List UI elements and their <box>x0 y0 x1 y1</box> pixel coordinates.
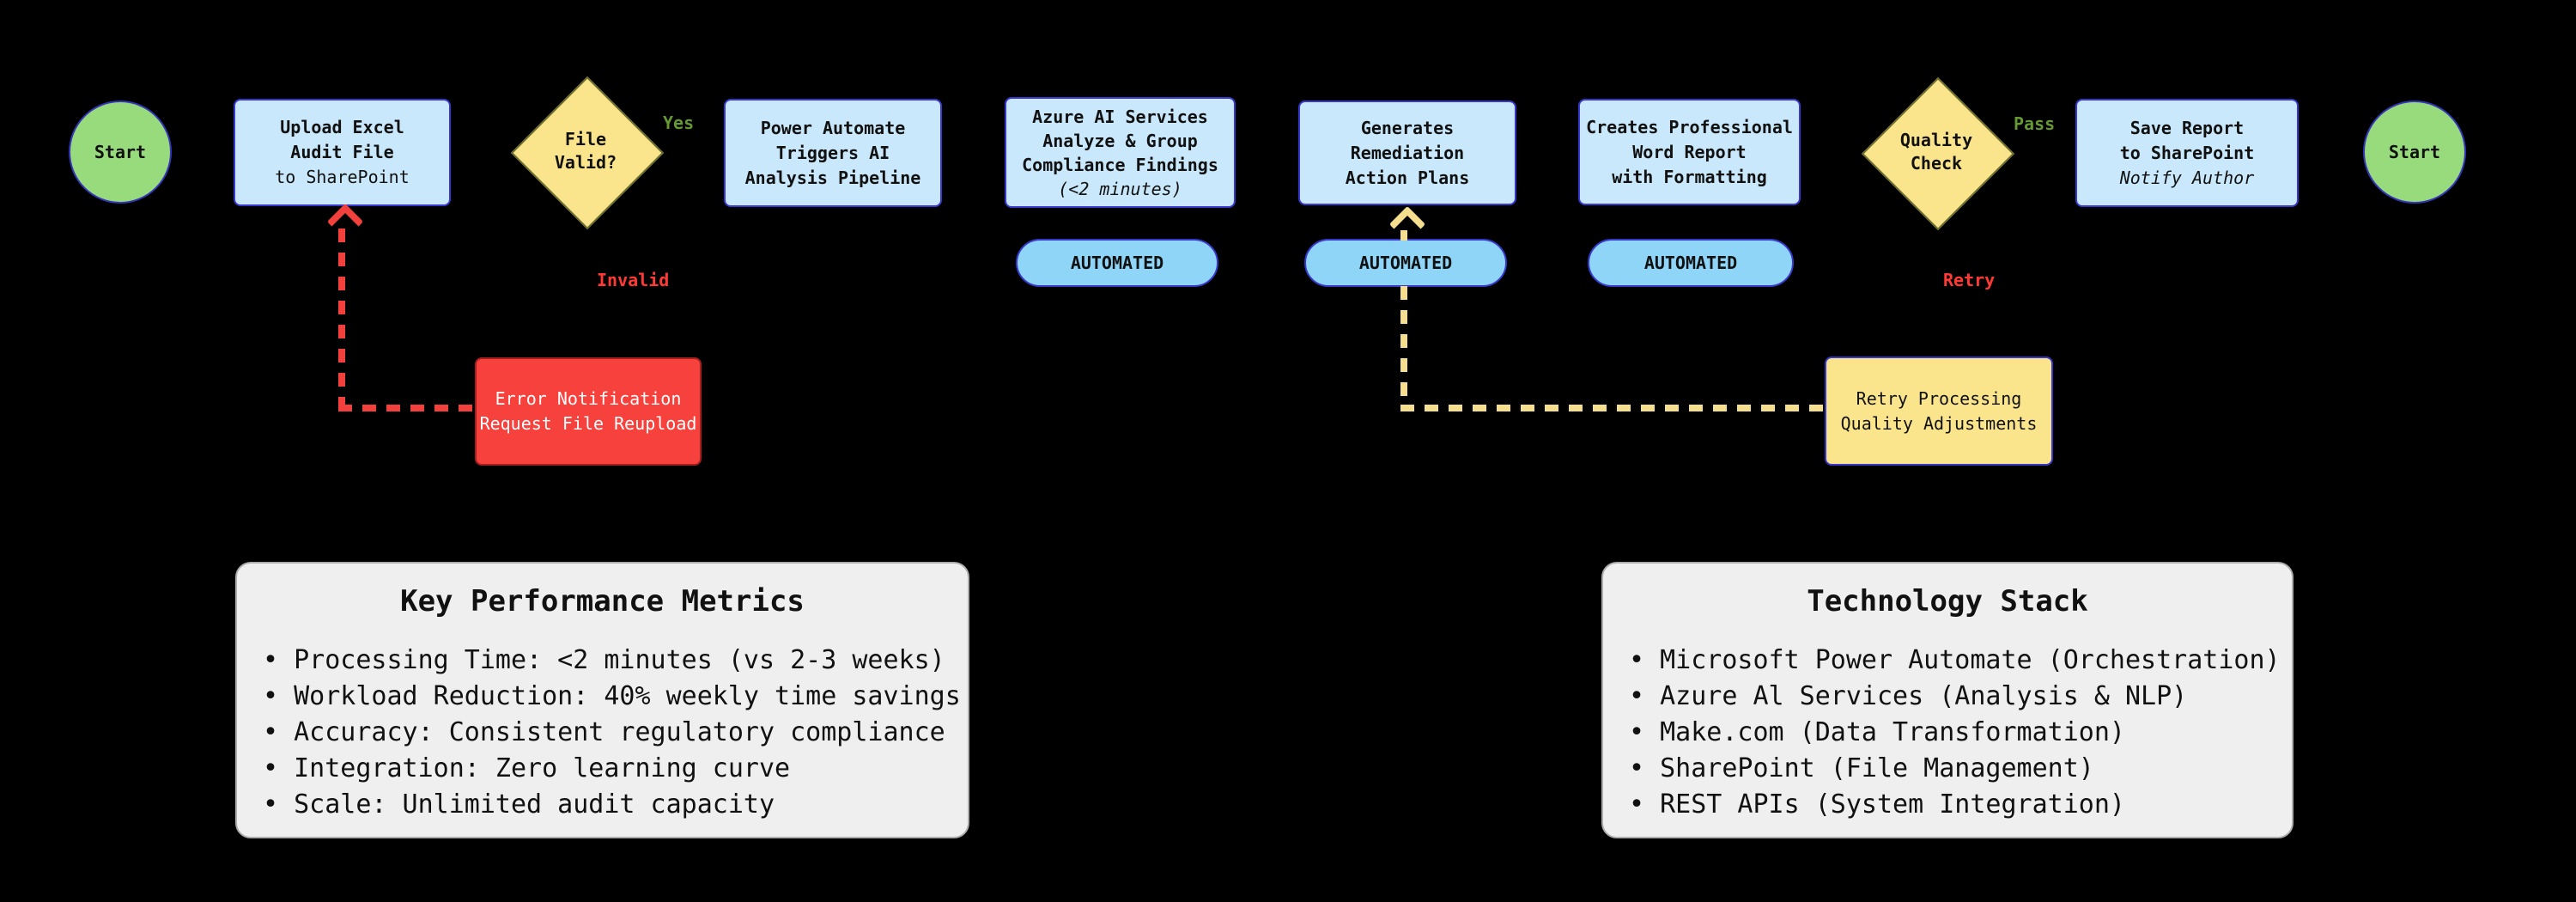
list-item: • Scale: Unlimited audit capacity <box>263 789 775 820</box>
metrics-panel-title: Key Performance Metrics <box>400 584 805 619</box>
decision-quality-check-label: Quality Check <box>1868 129 2005 175</box>
generates-line-3: Action Plans <box>1345 167 1470 188</box>
retry-line-2: Quality Adjustments <box>1840 412 2038 434</box>
azure-line-2: Analyze & Group <box>1042 130 1198 151</box>
metrics-panel: Key Performance Metrics • Processing Tim… <box>235 562 969 838</box>
quality-line-1: Quality <box>1899 130 1973 150</box>
retry-path-vertical <box>1400 286 1407 411</box>
retry-processing-box: Retry Processing Quality Adjustments <box>1825 357 2053 466</box>
generates-line-2: Remediation <box>1350 142 1465 163</box>
file-valid-line-1: File <box>564 129 607 149</box>
arrowhead-up-red-icon <box>326 203 364 241</box>
power-line-3: Analysis Pipeline <box>744 167 921 188</box>
list-item: • Workload Reduction: 40% weekly time sa… <box>263 681 961 711</box>
azure-line-1: Azure AI Services <box>1032 106 1208 127</box>
file-valid-line-2: Valid? <box>554 152 617 173</box>
tech-stack-panel-title: Technology Stack <box>1807 584 2088 619</box>
list-item: • SharePoint (File Management) <box>1629 753 2094 783</box>
process-save-report-box: Save Report to SharePoint Notify Author <box>2075 99 2299 207</box>
process-word-report-box: Creates Professional Word Report with Fo… <box>1578 99 1801 205</box>
upload-line-1: Upload Excel <box>280 117 404 137</box>
save-line-3: Notify Author <box>2119 167 2255 188</box>
invalid-path-horizontal <box>338 405 476 411</box>
list-item: • Azure Al Services (Analysis & NLP) <box>1629 681 2188 711</box>
arrowhead-up-yellow-icon <box>1388 205 1426 243</box>
creates-line-1: Creates Professional <box>1586 116 1793 137</box>
list-item: • Microsoft Power Automate (Orchestratio… <box>1629 645 2281 675</box>
retry-path-horizontal <box>1400 405 1825 411</box>
upload-line-2: Audit File <box>290 142 394 162</box>
azure-line-3: Compliance Findings <box>1022 154 1218 175</box>
quality-line-2: Check <box>1910 153 1963 174</box>
retry-path-stub <box>1400 230 1407 241</box>
decision-file-valid-label: File Valid? <box>517 128 654 174</box>
save-line-2: to SharePoint <box>2119 142 2255 163</box>
retry-line-1: Retry Processing <box>1856 387 2022 409</box>
start-node-left-label: Start <box>94 142 147 162</box>
power-line-2: Triggers AI <box>775 142 890 163</box>
list-item: • Integration: Zero learning curve <box>263 753 791 783</box>
error-notification-box: Error Notification Request File Reupload <box>475 357 702 466</box>
tech-stack-panel-list: • Microsoft Power Automate (Orchestratio… <box>1629 643 2281 823</box>
upload-line-3: to SharePoint <box>275 167 410 187</box>
invalid-path-vertical <box>338 229 345 411</box>
edge-label-pass: Pass <box>2014 113 2056 134</box>
list-item: • Accuracy: Consistent regulatory compli… <box>263 717 945 747</box>
edge-label-yes: Yes <box>663 113 695 133</box>
creates-line-3: with Formatting <box>1612 166 1767 187</box>
edge-label-retry: Retry <box>1943 270 1996 290</box>
save-line-1: Save Report <box>2129 117 2245 138</box>
start-node-right-label: Start <box>2388 142 2441 162</box>
list-item: • Make.com (Data Transformation) <box>1629 717 2125 747</box>
start-node-left: Start <box>69 101 172 204</box>
automated-badge-remediation: AUTOMATED <box>1304 239 1507 287</box>
process-power-automate-box: Power Automate Triggers AI Analysis Pipe… <box>724 99 942 207</box>
azure-line-4: (<2 minutes) <box>1058 178 1182 199</box>
automated-badge-word-report: AUTOMATED <box>1588 239 1794 287</box>
list-item: • Processing Time: <2 minutes (vs 2-3 we… <box>263 645 945 675</box>
generates-line-1: Generates <box>1360 117 1455 138</box>
tech-stack-panel: Technology Stack • Microsoft Power Autom… <box>1601 562 2293 838</box>
list-item: • REST APIs (System Integration) <box>1629 789 2125 820</box>
power-line-1: Power Automate <box>760 117 906 138</box>
error-line-2: Request File Reupload <box>479 413 697 434</box>
edge-label-invalid: Invalid <box>597 270 670 290</box>
process-upload-box: Upload Excel Audit File to SharePoint <box>234 99 451 206</box>
start-node-right: Start <box>2363 101 2466 204</box>
automated-badge-azure: AUTOMATED <box>1016 239 1218 287</box>
metrics-panel-list: • Processing Time: <2 minutes (vs 2-3 we… <box>263 643 961 823</box>
process-azure-ai-box: Azure AI Services Analyze & Group Compli… <box>1005 97 1236 208</box>
error-line-1: Error Notification <box>495 388 682 409</box>
process-remediation-box: Generates Remediation Action Plans <box>1298 101 1516 205</box>
creates-line-2: Word Report <box>1632 141 1747 162</box>
